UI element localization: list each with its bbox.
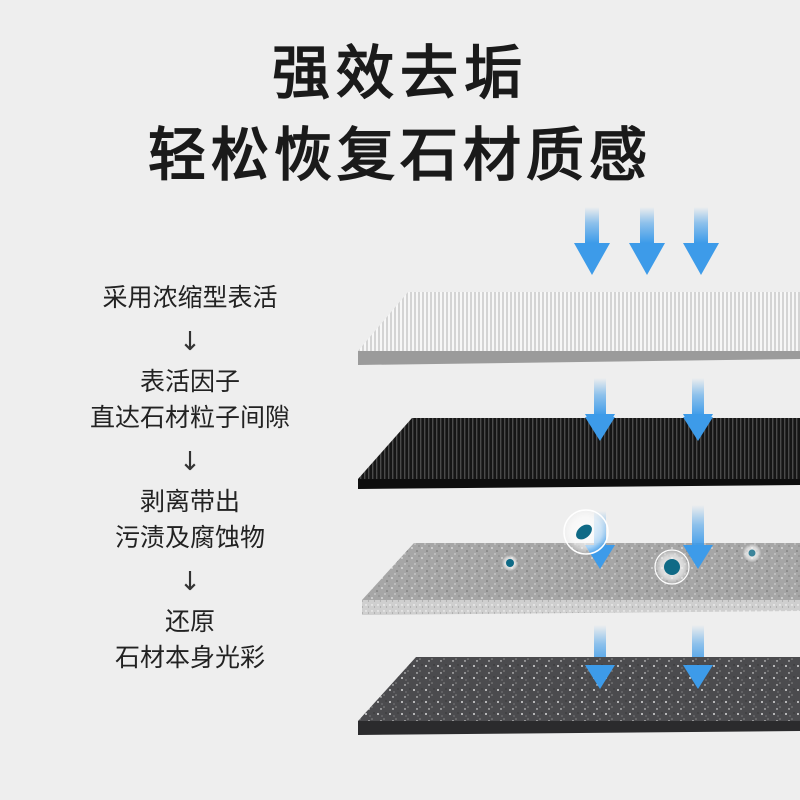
step-2: 表活因子 直达石材粒子间隙 (40, 364, 340, 436)
step-arrow-icon: ↓ (179, 567, 201, 597)
layer-restored-stone (358, 657, 800, 735)
step-arrow-icon: ↓ (179, 447, 201, 477)
step-arrow-icon: ↓ (179, 327, 201, 357)
layer-penetration (358, 417, 800, 489)
step-1: 采用浓缩型表活 (40, 280, 340, 316)
step-3: 剥离带出 污渍及腐蚀物 (40, 484, 340, 556)
layer-surfactant (358, 292, 800, 365)
step-4-line-1: 还原 (164, 607, 215, 636)
process-steps: 采用浓缩型表活 ↓ 表活因子 直达石材粒子间隙 ↓ 剥离带出 污渍及腐蚀物 ↓ … (40, 280, 340, 676)
step-4: 还原 石材本身光彩 (40, 604, 340, 676)
down-arrow-icon (683, 505, 713, 569)
step-1-line-1: 采用浓缩型表活 (102, 283, 278, 312)
step-2-line-1: 表活因子 (139, 367, 240, 396)
headline-line-1: 强效去垢 (271, 39, 528, 107)
dirt-particle-icon (563, 509, 609, 555)
step-3-line-1: 剥离带出 (139, 487, 240, 516)
dirt-particle-icon (502, 555, 518, 571)
down-arrow-icon (683, 207, 719, 275)
down-arrow-icon (629, 207, 665, 275)
step-4-line-2: 石材本身光彩 (114, 643, 265, 672)
stone-layers-illustration (358, 207, 800, 735)
step-2-line-2: 直达石材粒子间隙 (89, 403, 290, 432)
dirt-particle-icon (654, 549, 690, 585)
step-3-line-2: 污渍及腐蚀物 (114, 523, 265, 552)
down-arrow-icon (574, 207, 610, 275)
dirt-particle-icon (743, 544, 761, 562)
layer-dirt-removal (362, 543, 800, 615)
headline-line-2: 轻松恢复石材质感 (147, 121, 652, 189)
